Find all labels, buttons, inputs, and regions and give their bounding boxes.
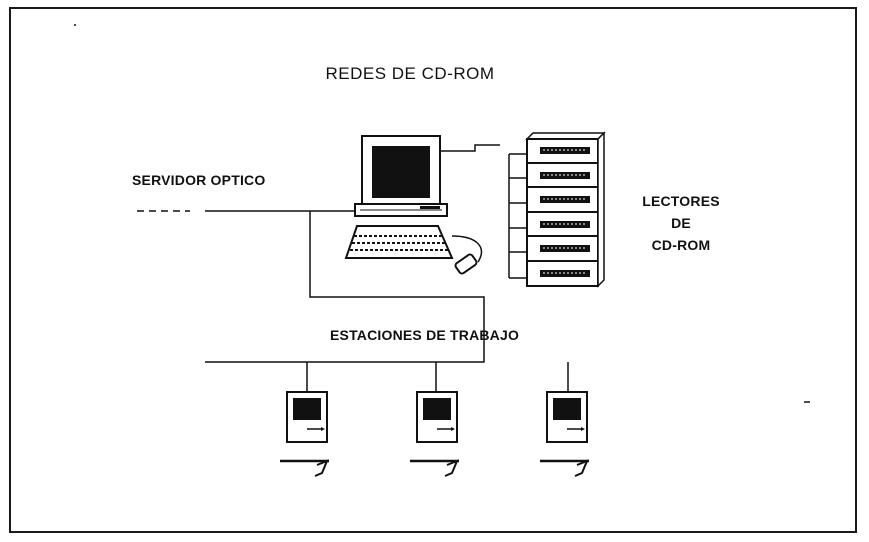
workstations-label: ESTACIONES DE TRABAJO: [330, 327, 520, 343]
diagram-frame: [9, 7, 857, 533]
readers-label-line-1: LECTORES: [642, 193, 720, 209]
cd-rom-readers-label: LECTORES DE CD-ROM: [631, 190, 731, 256]
workstations-network-line: [205, 211, 485, 363]
optical-server-label: SERVIDOR OPTICO: [132, 172, 266, 188]
readers-label-line-3: CD-ROM: [651, 237, 711, 253]
cd-rom-stack-icon: [508, 131, 606, 288]
server-to-readers-link: [440, 144, 500, 152]
workstation-1-icon: [280, 391, 329, 477]
server-computer-icon: [344, 135, 483, 275]
workstation-2-icon: [410, 391, 459, 477]
diagram-title: REDES DE CD-ROM: [325, 64, 495, 83]
print-speck-1: [74, 24, 76, 26]
workstation-3-icon: [540, 391, 589, 477]
readers-label-line-2: DE: [671, 215, 691, 231]
